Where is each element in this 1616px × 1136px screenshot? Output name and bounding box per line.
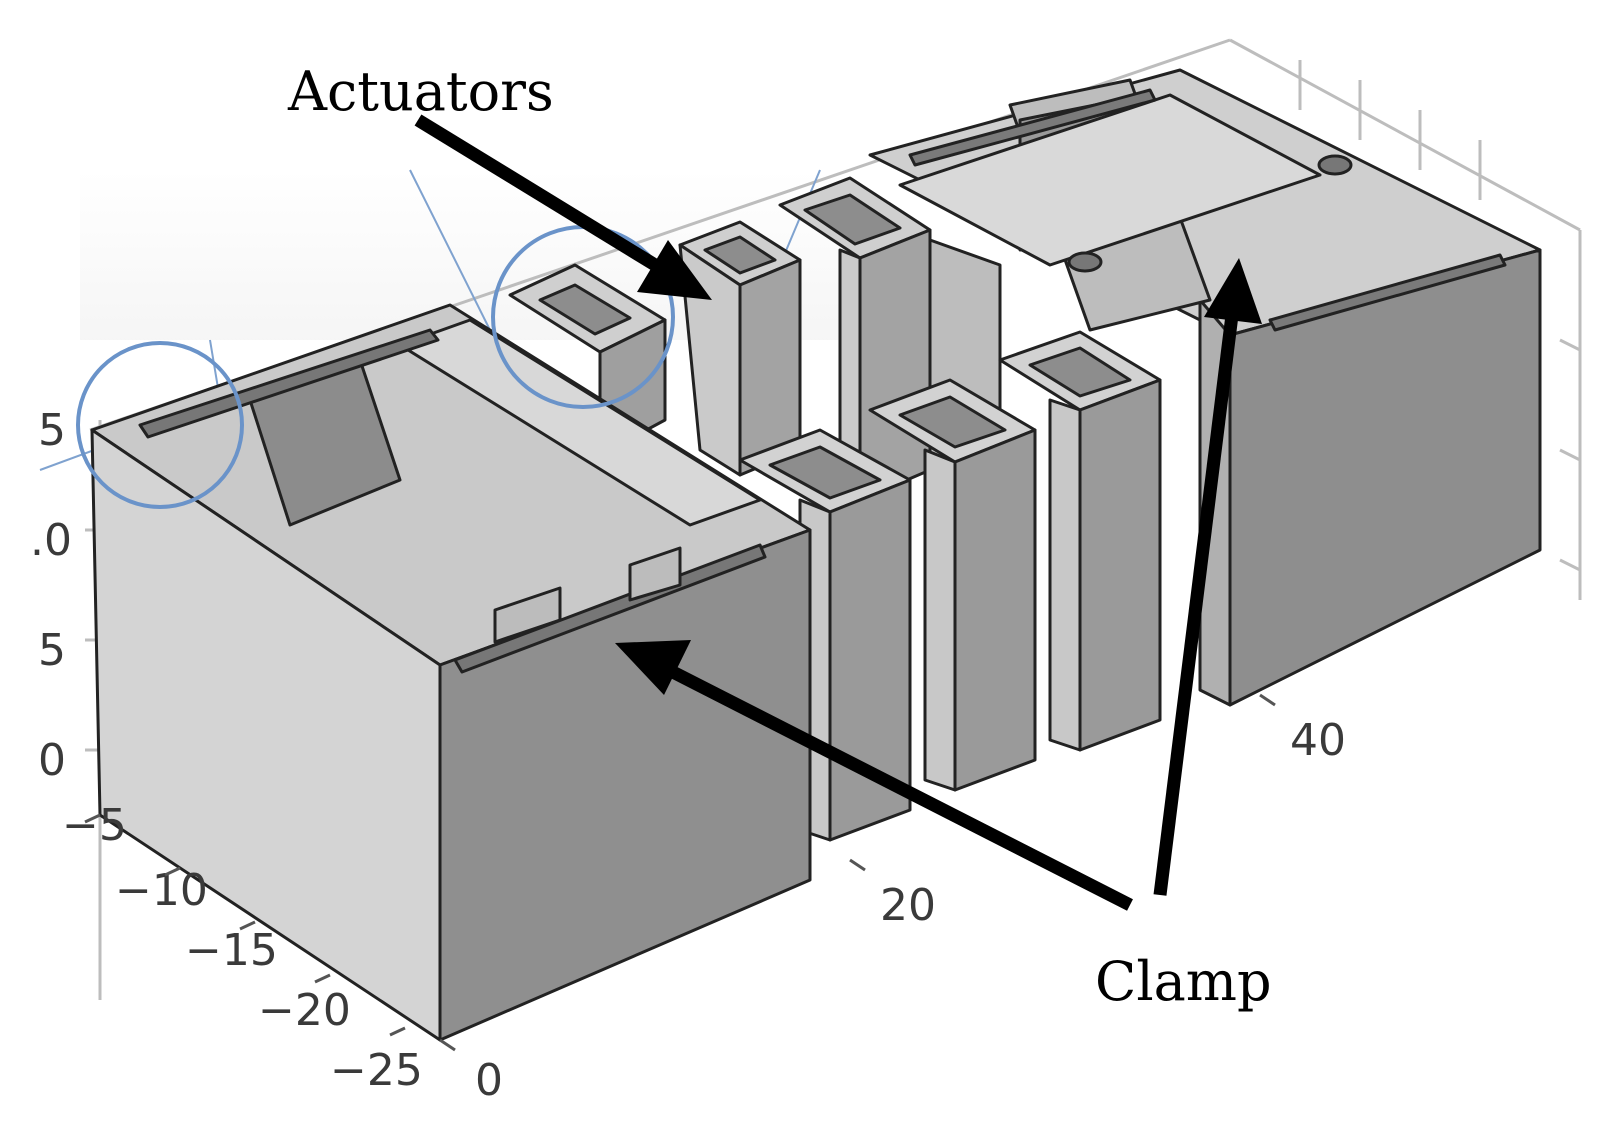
axis-tick-marks bbox=[84, 693, 1276, 1052]
vertical-tick-4: 0 bbox=[38, 735, 66, 786]
clamp-left-block bbox=[90, 303, 812, 1042]
vertical-tick-2: .0 bbox=[30, 515, 72, 566]
width-tick-2: 20 bbox=[880, 880, 936, 931]
clamp-right-block bbox=[868, 68, 1542, 707]
actuators-arrow bbox=[414, 114, 712, 300]
depth-tick-5: −25 bbox=[330, 1045, 423, 1096]
actuators-label: Actuators bbox=[287, 60, 554, 123]
depth-tick-2: −10 bbox=[115, 865, 208, 916]
width-tick-3: 40 bbox=[1290, 715, 1346, 766]
depth-tick-1: −5 bbox=[62, 800, 127, 851]
vertical-tick-3: 5 bbox=[38, 625, 66, 676]
depth-tick-4: −20 bbox=[258, 985, 351, 1036]
vertical-tick-1: 5 bbox=[38, 405, 66, 456]
actuator-back-2 bbox=[678, 220, 802, 477]
width-tick-1: 0 bbox=[475, 1055, 503, 1106]
clamp-label: Clamp bbox=[1095, 950, 1272, 1013]
depth-tick-3: −15 bbox=[185, 925, 278, 976]
arrows bbox=[414, 114, 1262, 911]
clamp-arrow-right bbox=[1153, 258, 1262, 896]
actuator-front-3 bbox=[998, 330, 1162, 752]
actuator-front-2 bbox=[868, 378, 1037, 792]
highlight-circle-left bbox=[76, 341, 244, 509]
clamp-arrow-left bbox=[615, 640, 1133, 911]
